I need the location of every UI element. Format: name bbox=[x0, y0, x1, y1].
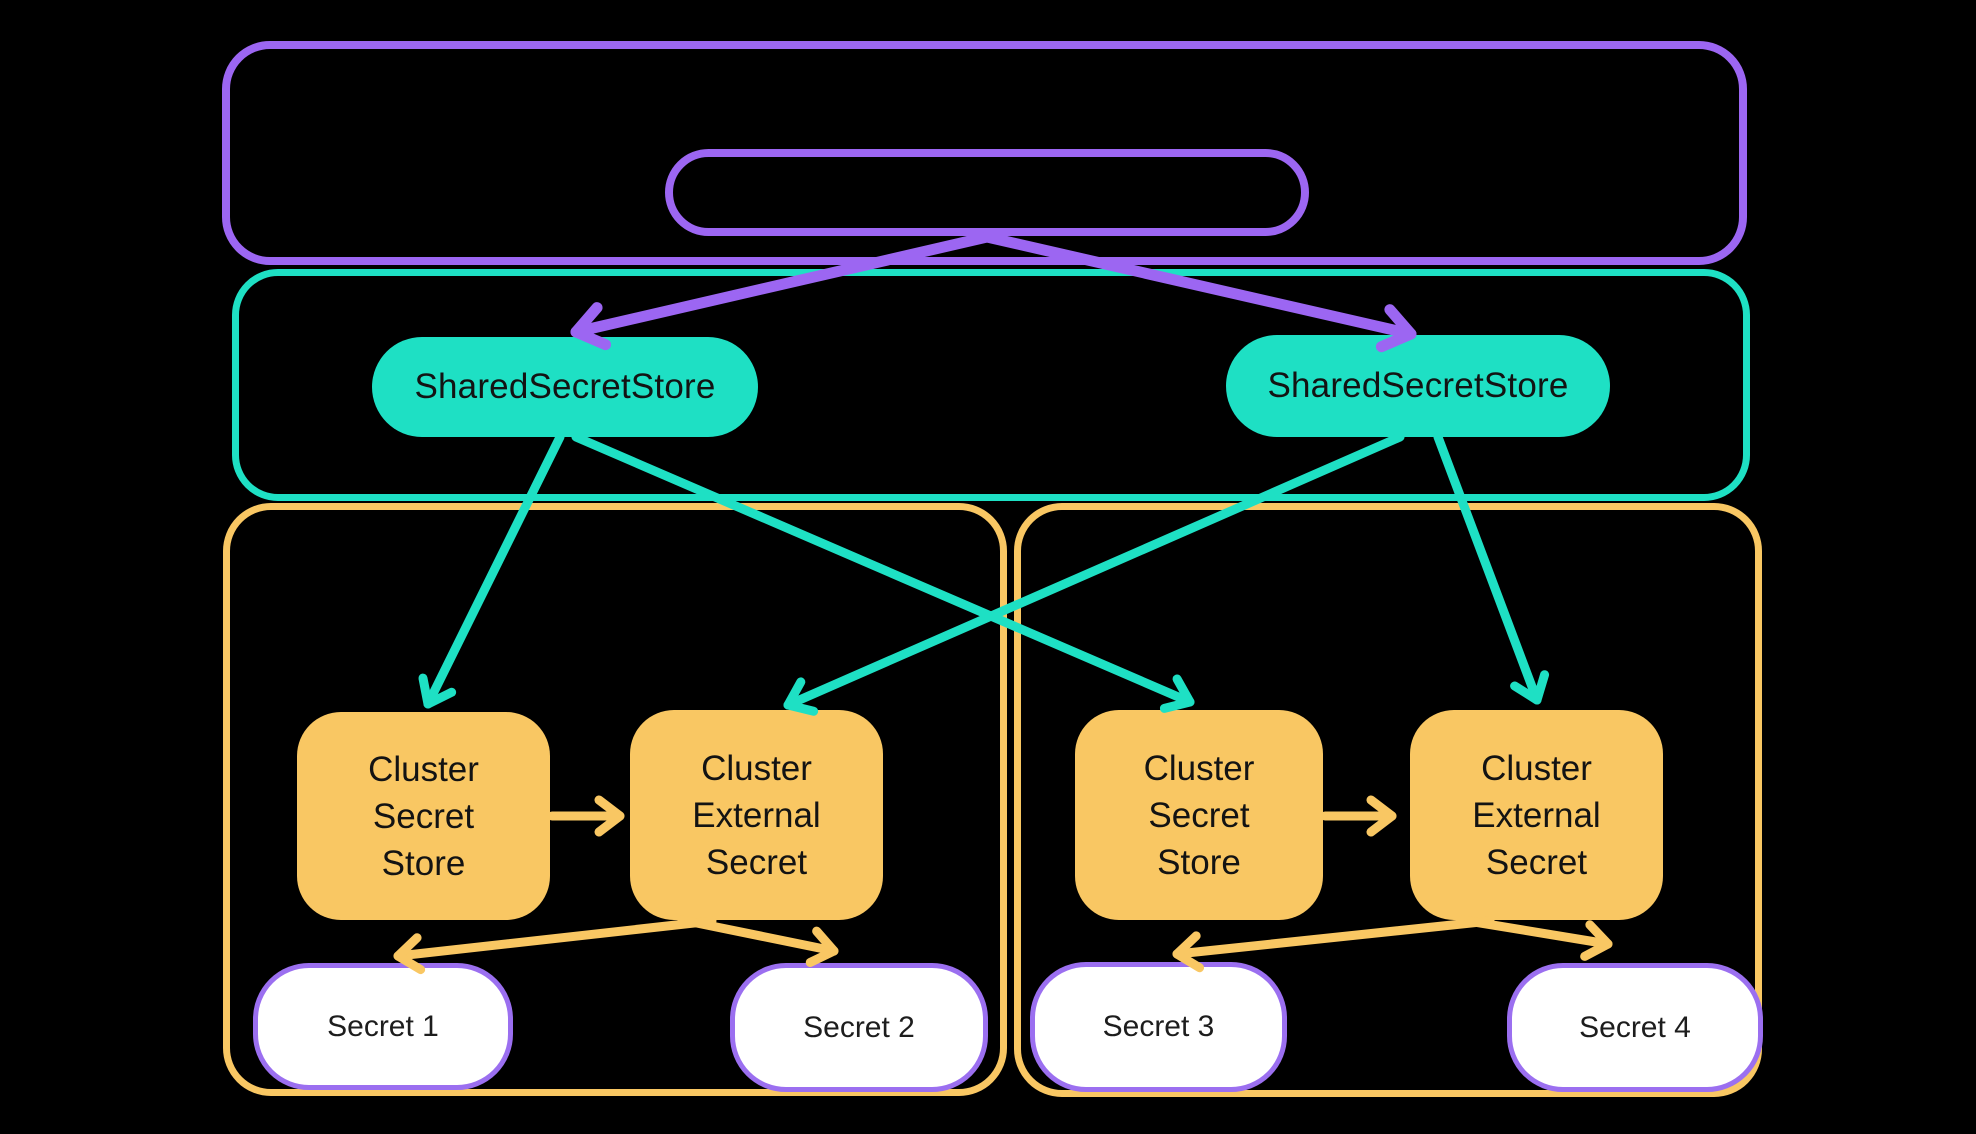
cluster2-secret-store-label: Cluster Secret Store bbox=[1144, 745, 1255, 886]
label-line: Secret bbox=[1148, 795, 1250, 835]
shared-secret-store-left-node: SharedSecretStore bbox=[372, 337, 758, 437]
label-line: Cluster bbox=[701, 748, 812, 788]
label-line: Secret bbox=[705, 842, 808, 882]
label-line: Store bbox=[1157, 842, 1241, 882]
controller-pill bbox=[665, 149, 1309, 236]
secret-4-label: Secret 4 bbox=[1579, 1010, 1691, 1044]
cluster1-external-secret-label: Cluster External Secret bbox=[692, 745, 820, 886]
cluster1-external-secret-node: Cluster External Secret bbox=[630, 710, 883, 920]
label-line: Store bbox=[381, 843, 466, 883]
shared-secret-store-left-label: SharedSecretStore bbox=[414, 367, 716, 406]
secret-2-node: Secret 2 bbox=[730, 963, 988, 1092]
secret-2-label: Secret 2 bbox=[803, 1010, 915, 1044]
cluster2-external-secret-node: Cluster External Secret bbox=[1410, 710, 1663, 920]
secret-3-label: Secret 3 bbox=[1102, 1010, 1215, 1043]
label-line: Secret bbox=[1485, 842, 1588, 882]
cluster1-secret-store-node: Cluster Secret Store bbox=[297, 712, 550, 920]
cluster2-secret-store-node: Cluster Secret Store bbox=[1075, 710, 1323, 920]
shared-secret-store-right-node: SharedSecretStore bbox=[1226, 335, 1610, 437]
secret-1-node: Secret 1 bbox=[253, 963, 513, 1090]
secret-4-node: Secret 4 bbox=[1507, 963, 1763, 1092]
shared-secret-store-right-label: SharedSecretStore bbox=[1267, 366, 1569, 405]
cluster2-external-secret-label: Cluster External Secret bbox=[1472, 745, 1600, 886]
label-line: Cluster bbox=[1481, 748, 1592, 788]
label-line: External bbox=[692, 795, 821, 835]
label-line: External bbox=[1472, 795, 1601, 835]
secret-3-node: Secret 3 bbox=[1030, 962, 1287, 1092]
label-line: Cluster bbox=[1143, 748, 1255, 788]
label-line: Cluster bbox=[368, 749, 479, 789]
cluster1-secret-store-label: Cluster Secret Store bbox=[368, 746, 479, 887]
label-line: Secret bbox=[372, 796, 475, 836]
secret-1-label: Secret 1 bbox=[327, 1009, 439, 1043]
